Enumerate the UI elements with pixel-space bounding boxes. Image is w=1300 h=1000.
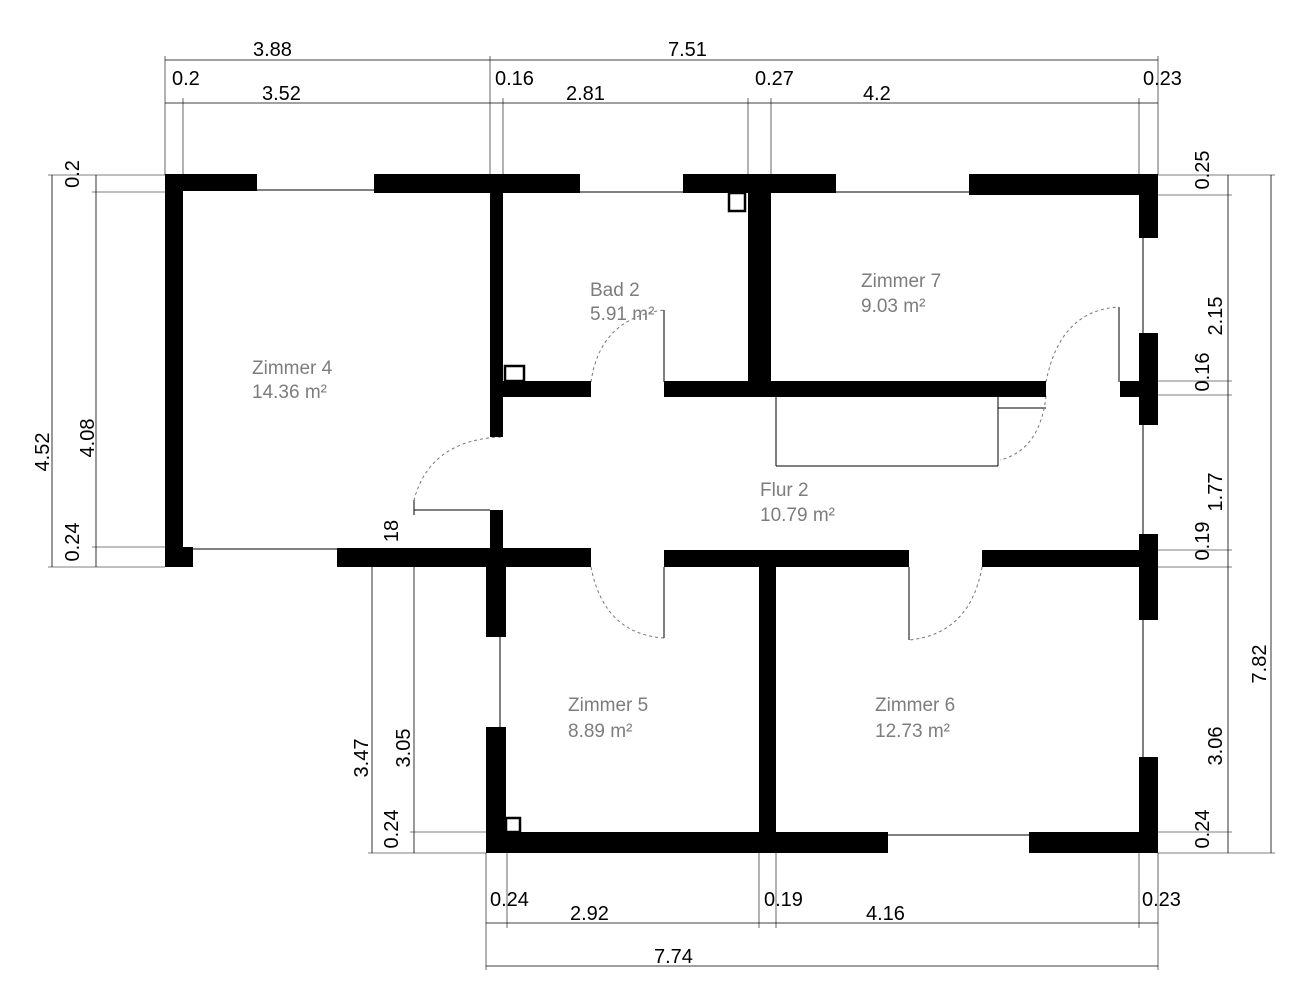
dim-right-detail: 2.15: [1205, 297, 1227, 336]
dim-left-detail: 4.08: [77, 419, 99, 458]
dim-right-detail: 1.77: [1205, 473, 1227, 512]
dim-top-detail: 0.2: [172, 68, 200, 90]
dim-left-detail: 0.2: [62, 160, 84, 188]
dim-right-detail: 0.24: [1192, 810, 1214, 849]
dim-top-detail: 0.27: [755, 68, 794, 90]
dim-left-detail: 0.24: [62, 523, 84, 562]
dim-lower-left-detail: 3.05: [393, 729, 415, 768]
dim-right-detail: 0.25: [1192, 151, 1214, 190]
room-name-bad-2: Bad 2: [590, 280, 640, 301]
dim-right-detail: 3.06: [1205, 727, 1227, 766]
room-area-flur-2: 10.79 m²: [760, 505, 835, 526]
dim-lower-left-detail: 0.24: [381, 810, 403, 849]
dim-bottom-detail: 0.24: [490, 889, 529, 911]
room-name-zimmer-7: Zimmer 7: [861, 271, 941, 292]
dim-right-detail: 0.19: [1192, 522, 1214, 561]
dim-top-detail: 3.52: [262, 83, 301, 105]
dim-bottom-detail: 4.16: [866, 903, 905, 925]
dimension-lines: [48, 56, 1275, 970]
dim-left-overall: 4.52: [32, 433, 54, 472]
room-name-flur-2: Flur 2: [760, 480, 809, 501]
room-area-bad-2: 5.91 m²: [590, 304, 654, 325]
dim-top-detail: 4.2: [863, 83, 891, 105]
dim-bottom-detail: 0.23: [1142, 889, 1181, 911]
room-area-zimmer-4: 14.36 m²: [252, 382, 327, 403]
room-name-zimmer-4: Zimmer 4: [252, 358, 333, 379]
dim-lower-left-small: 18: [381, 520, 403, 542]
dim-top-detail: 2.81: [566, 83, 605, 105]
room-name-zimmer-5: Zimmer 5: [568, 695, 648, 716]
door-swings: [413, 306, 1120, 641]
dim-bottom-detail: 0.19: [764, 889, 803, 911]
dim-top-overall-right: 7.51: [668, 39, 707, 61]
dim-right-detail: 0.16: [1192, 353, 1214, 392]
window-lines: [193, 189, 1144, 836]
room-area-zimmer-7: 9.03 m²: [861, 296, 925, 317]
dim-top-detail: 0.23: [1143, 68, 1182, 90]
dim-top-detail: 0.16: [495, 68, 534, 90]
room-labels: Zimmer 4 14.36 m² Bad 2 5.91 m² Zimmer 7…: [252, 271, 955, 742]
dim-right-overall: 7.82: [1249, 645, 1271, 684]
dim-bottom-detail: 2.92: [570, 903, 609, 925]
dim-bottom-overall: 7.74: [654, 946, 693, 968]
room-area-zimmer-6: 12.73 m²: [875, 721, 950, 742]
walls: [165, 174, 1158, 853]
room-area-zimmer-5: 8.89 m²: [568, 721, 632, 742]
room-name-zimmer-6: Zimmer 6: [875, 695, 955, 716]
dimension-labels: 3.88 7.51 0.2 3.52 0.16 2.81 0.27 4.2 0.…: [32, 39, 1271, 968]
dim-lower-left-overall: 3.47: [351, 739, 373, 778]
dim-top-overall-left: 3.88: [253, 39, 292, 61]
